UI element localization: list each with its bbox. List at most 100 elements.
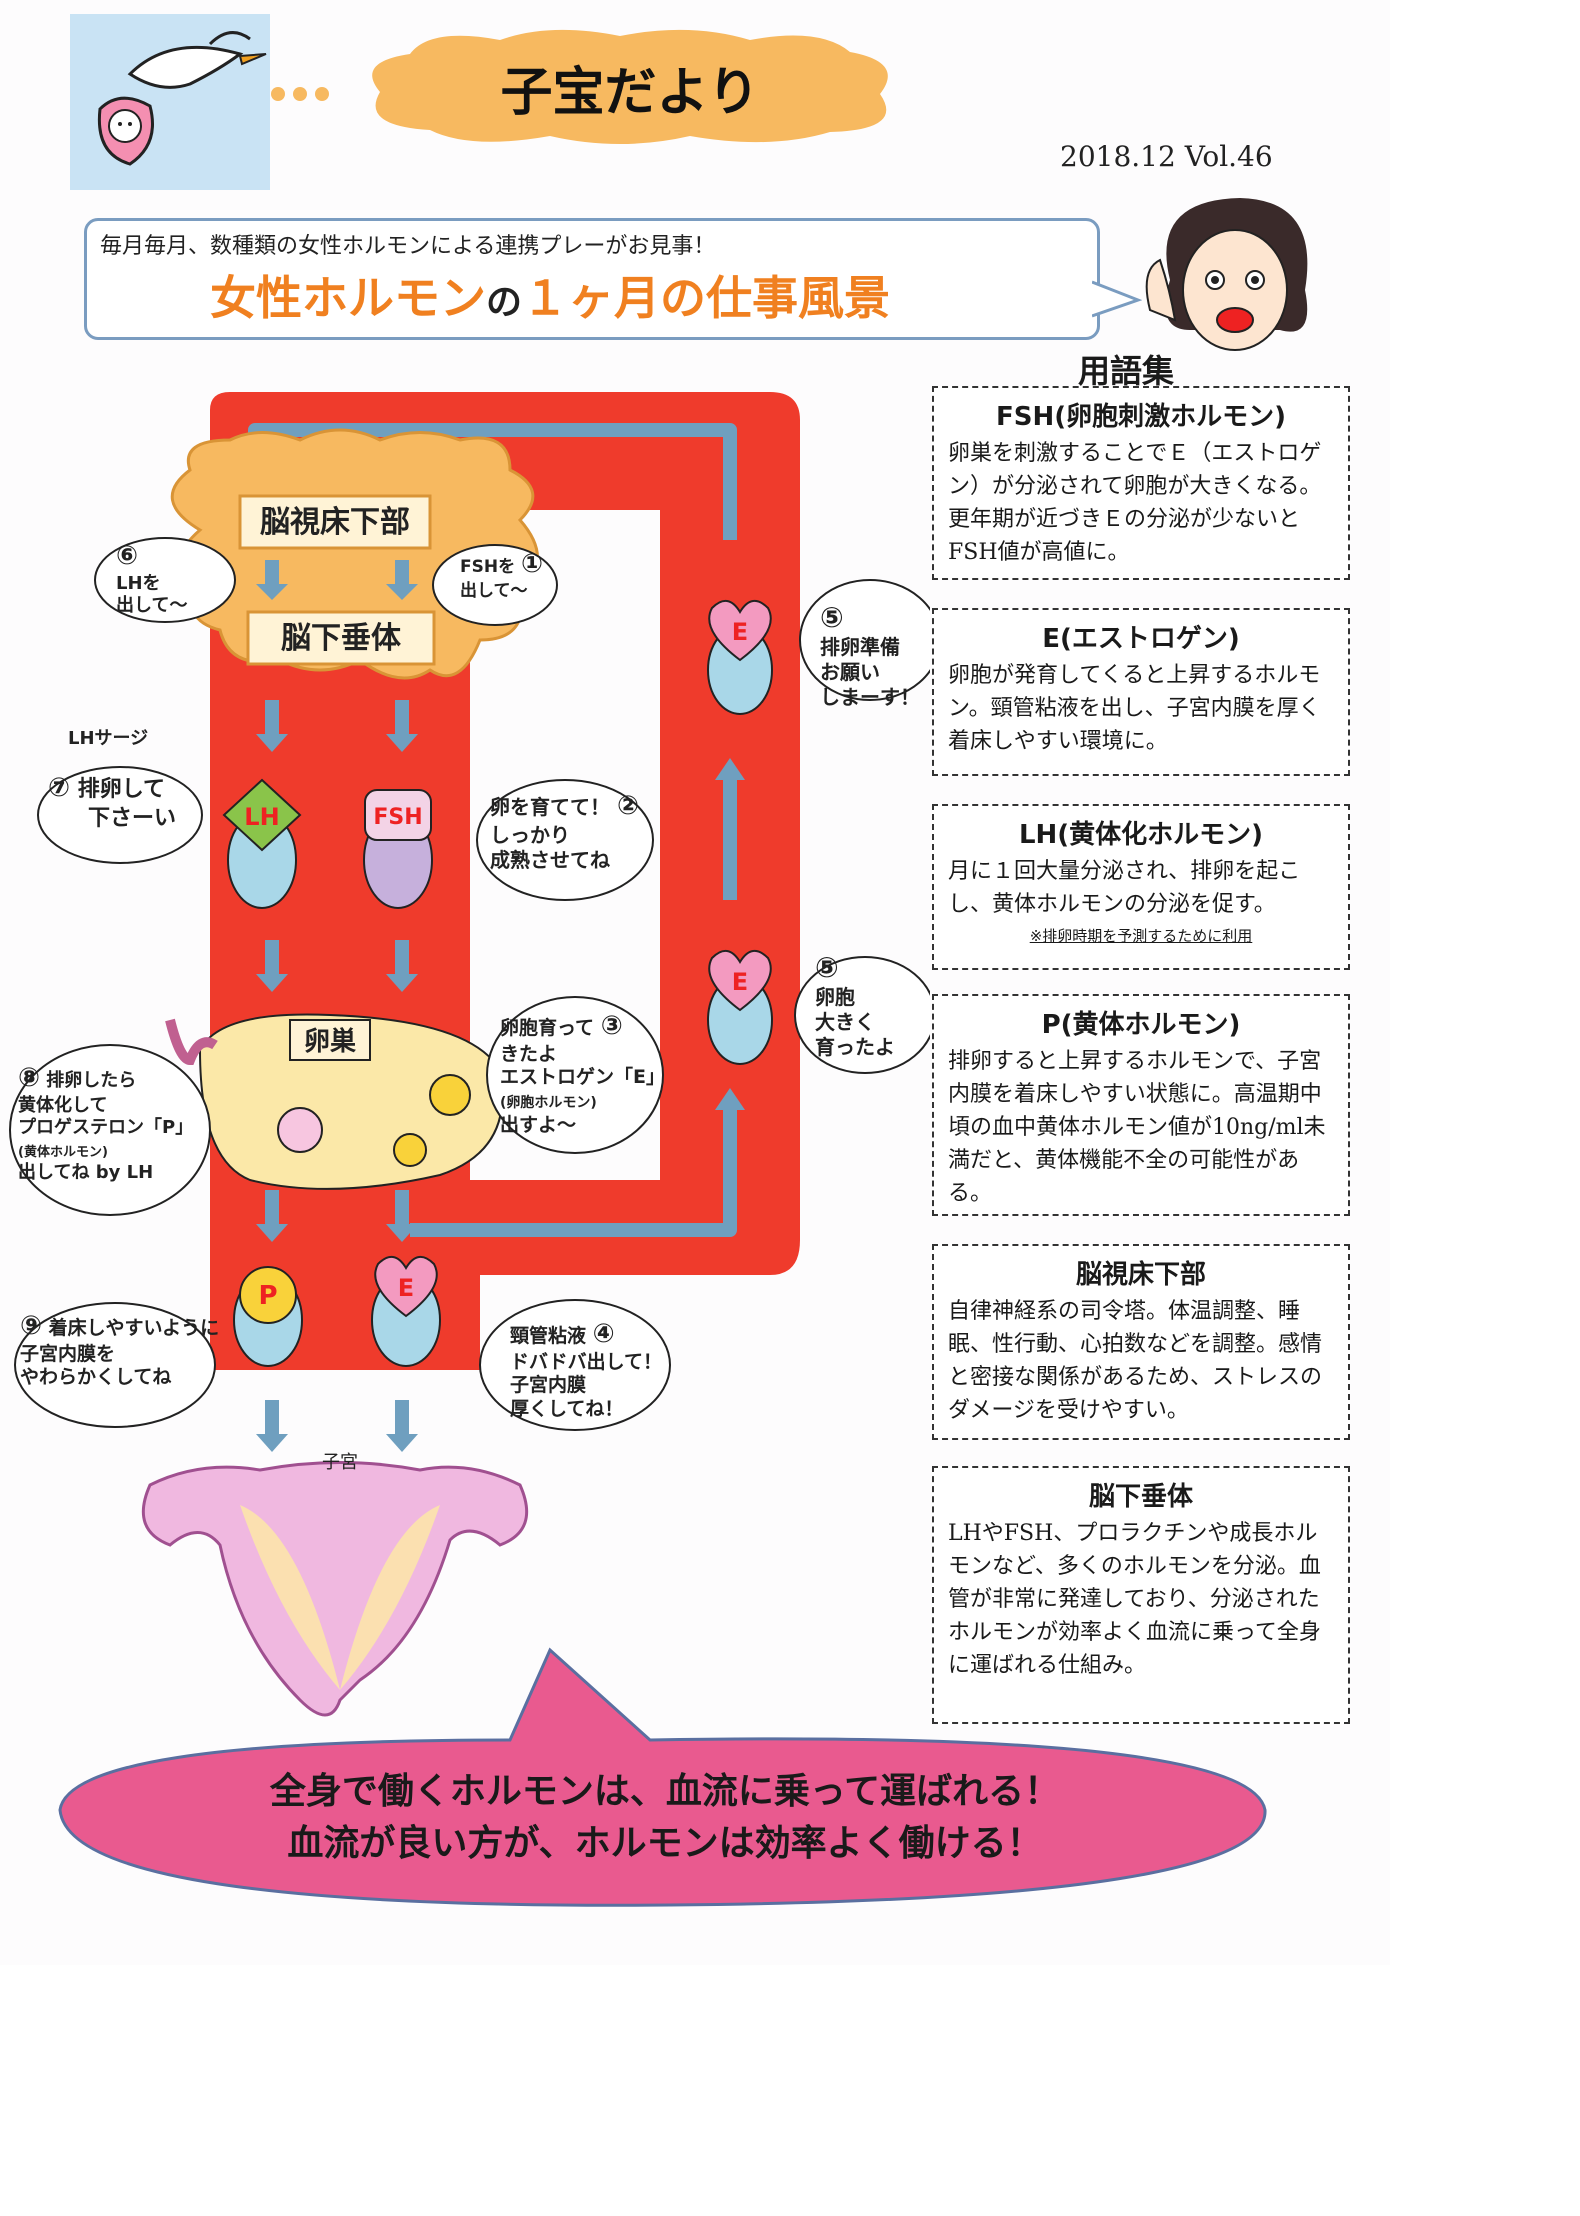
bubble-8-line: プロゲステロン「P」 bbox=[18, 1117, 194, 1138]
heading-no: の bbox=[486, 282, 523, 323]
bubble-3-line: エストロゲン「E」 bbox=[500, 1066, 665, 1089]
bubble-7-number: ⑦ bbox=[48, 773, 71, 803]
bubble-2: 卵を育てて！ ② しっかり 成熟させてね bbox=[490, 790, 639, 873]
bubble-4-line: 頸管粘液 bbox=[510, 1325, 587, 1347]
glossary-item-e: E(エストロゲン) 卵胞が発育してくると上昇するホルモン。頸管粘液を出し、子宮内… bbox=[932, 608, 1350, 776]
glossary-body: 排卵すると上昇するホルモンで、子宮内膜を着床しやすい状態に。高温期中頃の血中黄体… bbox=[948, 1049, 1326, 1206]
bubble-3-line: 卵胞育って bbox=[500, 1017, 595, 1039]
bubble-9-line: やわらかくしてね bbox=[20, 1366, 172, 1389]
issue-number: 2018.12 Vol.46 bbox=[1060, 140, 1273, 173]
glossary-title: FSH(卵胞刺激ホルモン) bbox=[995, 402, 1286, 432]
bubble-5-upper-line: 排卵準備 bbox=[820, 635, 900, 659]
dots-decoration bbox=[270, 84, 340, 108]
bubble-3-line: 出すよ〜 bbox=[500, 1113, 577, 1136]
speech-bubbles bbox=[9, 537, 930, 1431]
bubble-8-number: ⑧ bbox=[18, 1063, 41, 1093]
bubble-7-line: 下さーい bbox=[88, 805, 177, 831]
title-cloud bbox=[350, 22, 910, 152]
e-label-lower: E bbox=[398, 1274, 414, 1302]
footer-callout bbox=[58, 1647, 1267, 1907]
uterus-label: 子宮 bbox=[322, 1452, 358, 1473]
banner-heading: 女性ホルモンの１ヶ月の仕事風景 bbox=[210, 262, 890, 328]
bubble-4-line: 厚くしてね！ bbox=[510, 1398, 624, 1420]
glossary-body: 卵胞が発育してくると上昇するホルモン。頸管粘液を出し、子宮内膜を厚く着床しやすい… bbox=[948, 663, 1321, 754]
glossary-item-pituitary: 脳下垂体 LHやFSH、プロラクチンや成長ホルモンなど、多くのホルモンを分泌。血… bbox=[932, 1466, 1350, 1724]
e-character-middle: E bbox=[707, 950, 773, 1065]
glossary-item-p: P(黄体ホルモン) 排卵すると上昇するホルモンで、子宮内膜を着床しやすい状態に。… bbox=[932, 994, 1350, 1216]
bubble-1-line: 出して〜 bbox=[460, 580, 528, 601]
bubble-5-upper: ⑤ 排卵準備 お願い しまーす！ bbox=[820, 600, 920, 710]
bubble-5-upper-line: お願い bbox=[820, 660, 880, 684]
bubble-8: ⑧ 排卵したら 黄体化して プロゲステロン「P」 (黄体ホルモン) 出してね b… bbox=[18, 1062, 193, 1185]
newsletter-page: 子宝だより 2018.12 Vol.46 毎月毎月、数種類の女性ホルモンによる連… bbox=[9, 14, 1350, 1907]
heading-hormone: 女性ホルモン bbox=[210, 271, 486, 325]
bubble-5-lower-number: ⑤ bbox=[815, 951, 839, 984]
bubble-9: ⑨ 着床しやすいように 子宮内膜を やわらかくしてね bbox=[20, 1310, 219, 1390]
bubble-8-line: 排卵したら bbox=[46, 1070, 137, 1091]
lh-character: LH bbox=[222, 778, 302, 909]
bubble-9-line: 着床しやすいように bbox=[48, 1317, 220, 1339]
glossary-title: E(エストロゲン) bbox=[1042, 624, 1240, 654]
brain-illustration bbox=[170, 428, 539, 680]
bubble-5-lower: ⑤ 卵胞 大きく 育ったよ bbox=[815, 950, 895, 1060]
glossary-body: 月に１回大量分泌され、排卵を起こし、黄体ホルモンの分泌を促す。 bbox=[948, 859, 1301, 917]
ovary-label: 卵巣 bbox=[304, 1026, 356, 1057]
e-label-middle: E bbox=[732, 968, 748, 996]
glossary-body: 自律神経系の司令塔。体温調整、睡眠、性行動、心拍数などを調整。感情と密接な関係が… bbox=[948, 1299, 1323, 1423]
banner-subtitle: 毎月毎月、数種類の女性ホルモンによる連携プレーがお見事！ bbox=[100, 234, 716, 259]
bubble-3-line: (卵胞ホルモン) bbox=[500, 1095, 597, 1111]
newsletter-title: 子宝だより bbox=[500, 63, 760, 123]
e-character-lower: E bbox=[371, 1256, 441, 1367]
banner-pointer bbox=[1091, 280, 1143, 324]
bubble-4-line: ドバドバ出して！ bbox=[510, 1350, 663, 1373]
bubble-5-lower-line: 育ったよ bbox=[815, 1035, 895, 1059]
hormone-cycle-diagram: 脳視床下部 脳下垂体 LH FSH E bbox=[9, 392, 930, 1717]
e-label-upper: E bbox=[732, 618, 748, 646]
glossary-note: ※排卵時期を予測するために利用 bbox=[1029, 927, 1253, 945]
p-label: P bbox=[258, 1281, 277, 1311]
glossary-item-lh: LH(黄体化ホルモン) 月に１回大量分泌され、排卵を起こし、黄体ホルモンの分泌を… bbox=[932, 804, 1350, 970]
bubble-6-line: LHを bbox=[116, 572, 161, 594]
bubble-2-line: 卵を育てて！ bbox=[490, 795, 610, 819]
glossary-body: 卵巣を刺激することでＥ（エストロゲン）が分泌されて卵胞が大きくなる。更年期が近づ… bbox=[948, 441, 1322, 565]
flow-arrows bbox=[256, 560, 418, 1452]
bubble-7: ⑦ 排卵して 下さーい bbox=[48, 772, 176, 832]
footer-line-2: 血流が良い方が、ホルモンは効率よく働ける！ bbox=[287, 1823, 1043, 1864]
bubble-1-line: FSHを bbox=[460, 557, 516, 577]
glossary-item-hypothalamus: 脳視床下部 自律神経系の司令塔。体温調整、睡眠、性行動、心拍数などを調整。感情と… bbox=[932, 1244, 1350, 1440]
glossary-title: P(黄体ホルモン) bbox=[1041, 1010, 1241, 1040]
glossary-title: LH(黄体化ホルモン) bbox=[1018, 820, 1264, 850]
fsh-character: FSH bbox=[363, 789, 433, 909]
bubble-5-upper-line: しまーす！ bbox=[820, 685, 920, 709]
bubble-9-line: 子宮内膜を bbox=[20, 1342, 116, 1365]
glossary-title: 脳視床下部 bbox=[1075, 1260, 1206, 1290]
bubble-4-line: 子宮内膜 bbox=[510, 1374, 587, 1397]
footer-line-1: 全身で働くホルモンは、血流に乗って運ばれる！ bbox=[269, 1771, 1061, 1812]
bubble-1: FSHを ① 出して〜 bbox=[460, 548, 543, 602]
bubble-1-number: ① bbox=[521, 549, 544, 579]
woman-illustration bbox=[1130, 180, 1330, 380]
bubble-6-number: ⑥ bbox=[116, 541, 139, 571]
lh-label: LH bbox=[244, 803, 279, 831]
e-character-upper: E bbox=[707, 600, 773, 715]
bubble-7-line: 排卵して bbox=[77, 777, 166, 802]
stork-illustration bbox=[70, 14, 270, 190]
bubble-3-line: きたよ bbox=[500, 1042, 558, 1065]
bubble-9-number: ⑨ bbox=[20, 1311, 43, 1341]
bubble-6: ⑥ LHを 出して〜 bbox=[116, 540, 187, 618]
glossary-title: 脳下垂体 bbox=[1088, 1482, 1193, 1512]
p-character: P bbox=[233, 1266, 303, 1367]
glossary-heading: 用語集 bbox=[1078, 352, 1175, 390]
bubble-2-number: ② bbox=[616, 791, 639, 821]
bubble-8-line: 黄体化して bbox=[18, 1094, 108, 1116]
ovary-illustration bbox=[165, 1013, 504, 1190]
bubble-4: 頸管粘液 ④ ドバドバ出して！ 子宮内膜 厚くしてね！ bbox=[510, 1318, 662, 1422]
banner-box bbox=[84, 218, 1100, 340]
bubble-4-number: ④ bbox=[592, 1319, 615, 1349]
bubble-2-line: 成熟させてね bbox=[490, 847, 610, 872]
bubble-8-line: (黄体ホルモン) bbox=[18, 1144, 108, 1160]
bubble-2-line: しっかり bbox=[490, 822, 570, 847]
bubble-5-upper-number: ⑤ bbox=[820, 601, 844, 634]
bubble-5-lower-line: 大きく bbox=[815, 1010, 875, 1034]
bubble-8-line: 出してね by LH bbox=[18, 1162, 154, 1183]
